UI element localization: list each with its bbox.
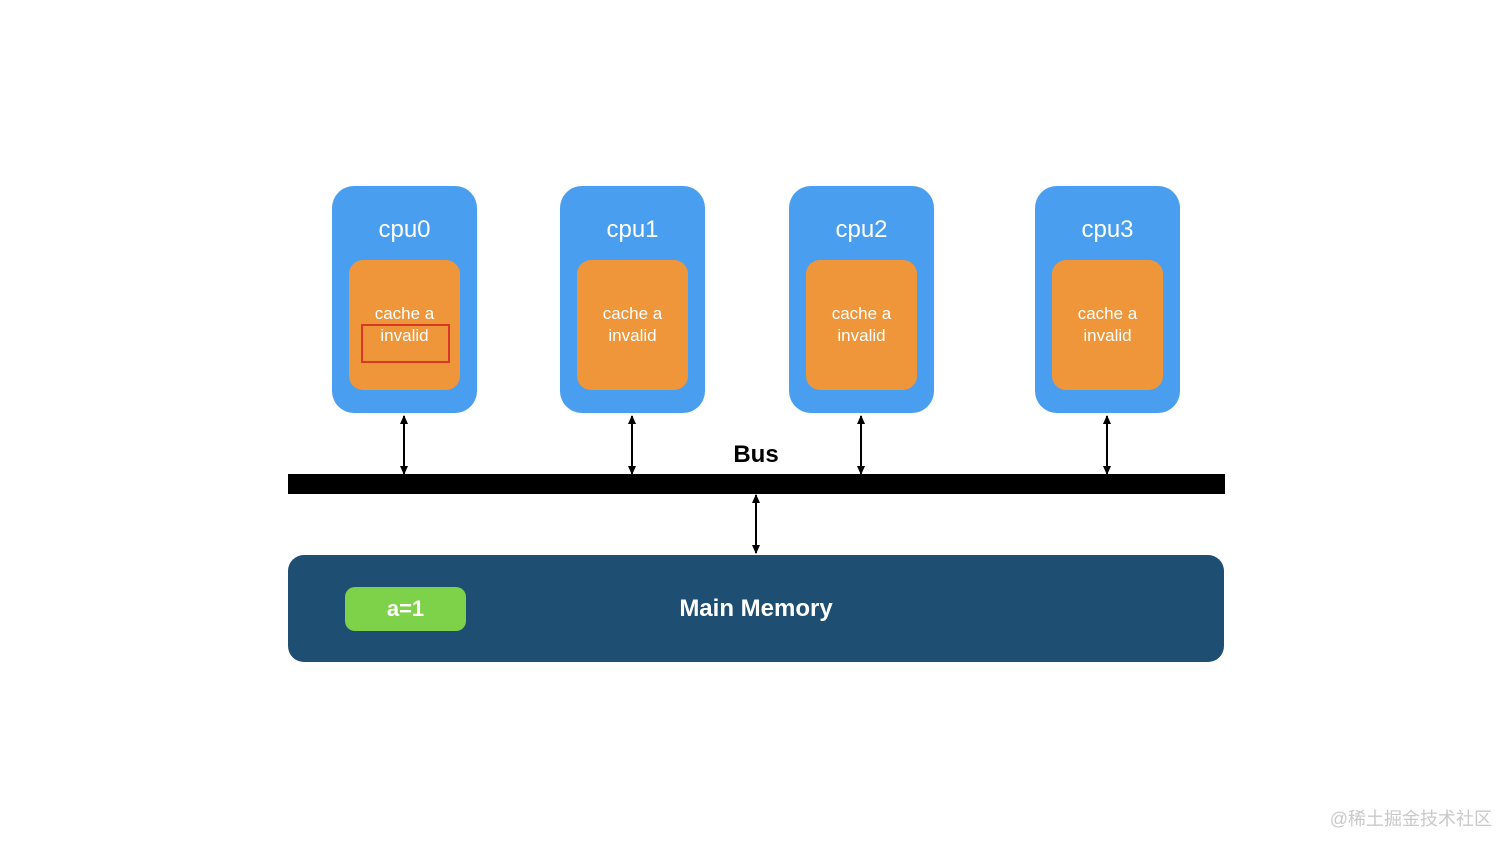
cpu0-cache-line1: cache a (374, 304, 435, 323)
cpu2-bus-bidirectional-arrow-icon (856, 415, 865, 475)
main-memory-box: Main Memory a=1 (288, 555, 1224, 662)
cpu0-bus-bidirectional-arrow-icon (399, 415, 408, 475)
watermark-text: @稀土掘金技术社区 (1329, 809, 1492, 829)
bus-label: Bus (733, 441, 779, 468)
cpu2-cache-line1: cache a (831, 304, 892, 323)
memory-value-label: a=1 (386, 596, 425, 621)
cpu3-cache-box: cache a invalid (1052, 260, 1163, 390)
cpu0-label: cpu0 (378, 216, 431, 243)
main-memory-label: Main Memory (679, 594, 833, 622)
bus-memory-bidirectional-arrow-icon (751, 494, 760, 554)
cpu3-box: cpu3 cache a invalid (1035, 186, 1180, 413)
cpu2-box: cpu2 cache a invalid (789, 186, 934, 413)
cpu0-box: cpu0 cache a invalid (332, 186, 477, 413)
cpu3-cache-line2: invalid (1083, 326, 1132, 345)
cpu2-label: cpu2 (835, 216, 888, 243)
cpu1-bus-bidirectional-arrow-icon (627, 415, 636, 475)
bus-bar (288, 474, 1225, 494)
cpu1-label: cpu1 (606, 216, 659, 243)
cpu1-cache-line2: invalid (608, 326, 657, 345)
cpu2-cache-line2: invalid (837, 326, 886, 345)
cpu1-cache-line1: cache a (602, 304, 663, 323)
cpu3-cache-line1: cache a (1077, 304, 1138, 323)
cpu1-box: cpu1 cache a invalid (560, 186, 705, 413)
cpu0-cache-line2: invalid (380, 326, 429, 345)
cpu3-label: cpu3 (1081, 216, 1134, 243)
memory-value-cell: a=1 (345, 587, 466, 631)
cpu3-bus-bidirectional-arrow-icon (1102, 415, 1111, 475)
invalid-highlight-box (361, 324, 450, 363)
cpu1-cache-box: cache a invalid (577, 260, 688, 390)
cpu2-cache-box: cache a invalid (806, 260, 917, 390)
